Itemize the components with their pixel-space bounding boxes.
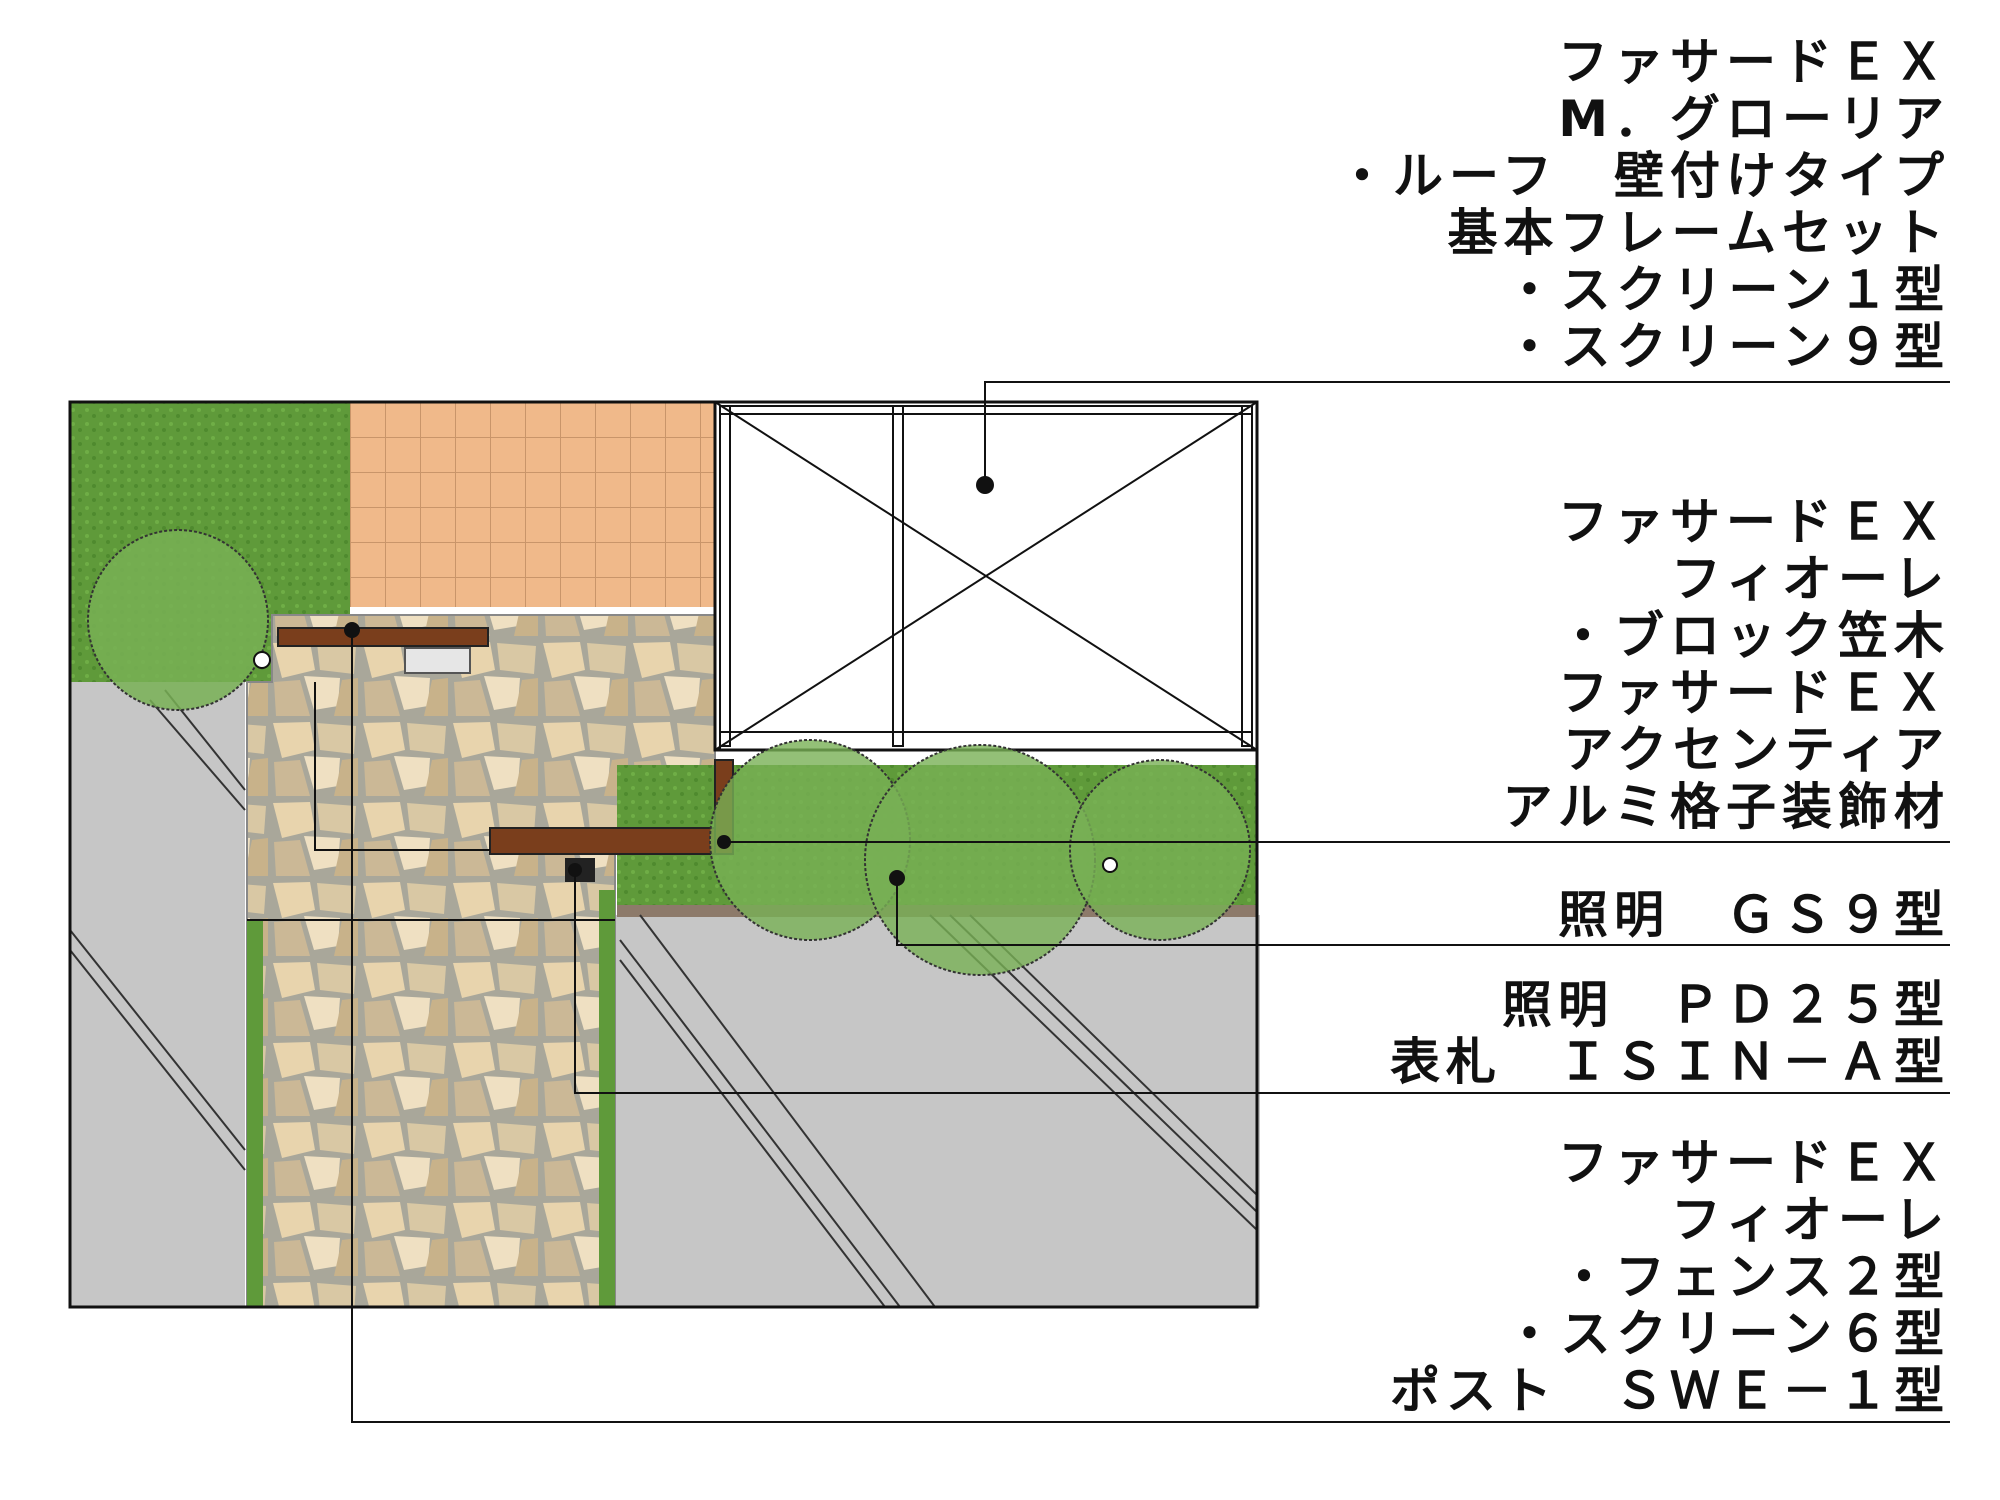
leader-lines (351, 381, 1950, 1423)
label-line: ファサードＥＸ (1558, 33, 1950, 91)
label-line: M．グローリア (1558, 90, 1950, 148)
grass-strip-right (599, 890, 615, 1307)
grass-strip-left (247, 920, 263, 1307)
label-line: フィオーレ (1671, 550, 1950, 608)
leader-dots (344, 476, 994, 886)
label-line: ・スクリーン１型 (1504, 261, 1950, 319)
label-line: ・スクリーン９型 (1504, 318, 1950, 376)
label-lighting-gs9: 照明 ＧＳ９型 (1558, 887, 1950, 944)
fence-outline (314, 682, 490, 851)
concrete-area-left (70, 682, 245, 1307)
label-lighting-nameplate: 照明 ＰＤ２５型 表札 ＩＳＩＮ－Ａ型 (1390, 977, 1950, 1091)
label-line: ・ルーフ 壁付けタイプ (1337, 147, 1950, 205)
block-wall-top (277, 627, 489, 647)
label-fence-post: ファサードＥＸ フィオーレ ・フェンス２型 ・スクリーン６型 ポスト ＳＷＥ－１… (1390, 1135, 1950, 1420)
label-pergola-screens: ファサードＥＸ M．グローリア ・ルーフ 壁付けタイプ 基本フレームセット ・ス… (1337, 34, 1950, 376)
label-line: ポスト ＳＷＥ－１型 (1390, 1362, 1950, 1420)
label-block-capping-lattice: ファサードＥＸ フィオーレ ・ブロック笠木 ファサードＥＸ アクセンティア アル… (1503, 494, 1951, 836)
label-line: ・ブロック笠木 (1558, 607, 1950, 665)
label-line: ファサードＥＸ (1558, 493, 1950, 551)
label-line: ・フェンス２型 (1559, 1248, 1950, 1306)
label-line: アルミ格子装飾材 (1502, 778, 1950, 836)
hatch-lines (69, 689, 1258, 1308)
label-line: フィオーレ (1671, 1191, 1950, 1249)
label-line: 基本フレームセット (1447, 204, 1950, 262)
label-line: アクセンティア (1563, 721, 1950, 779)
label-line: ファサードＥＸ (1558, 664, 1950, 722)
label-line: 照明 ＧＳ９型 (1558, 886, 1950, 944)
label-line: 照明 ＰＤ２５型 (1502, 976, 1950, 1034)
label-line: ファサードＥＸ (1558, 1134, 1950, 1192)
label-line: 表札 ＩＳＩＮ－Ａ型 (1390, 1033, 1950, 1091)
shrubs (87, 529, 1251, 976)
plan-border (68, 400, 1259, 1309)
block-wall-middle (489, 827, 716, 855)
tile-terrace (350, 402, 715, 607)
concrete-area-right (615, 915, 1260, 1307)
planter-box (404, 647, 471, 674)
label-line: ・スクリーン６型 (1504, 1305, 1950, 1363)
